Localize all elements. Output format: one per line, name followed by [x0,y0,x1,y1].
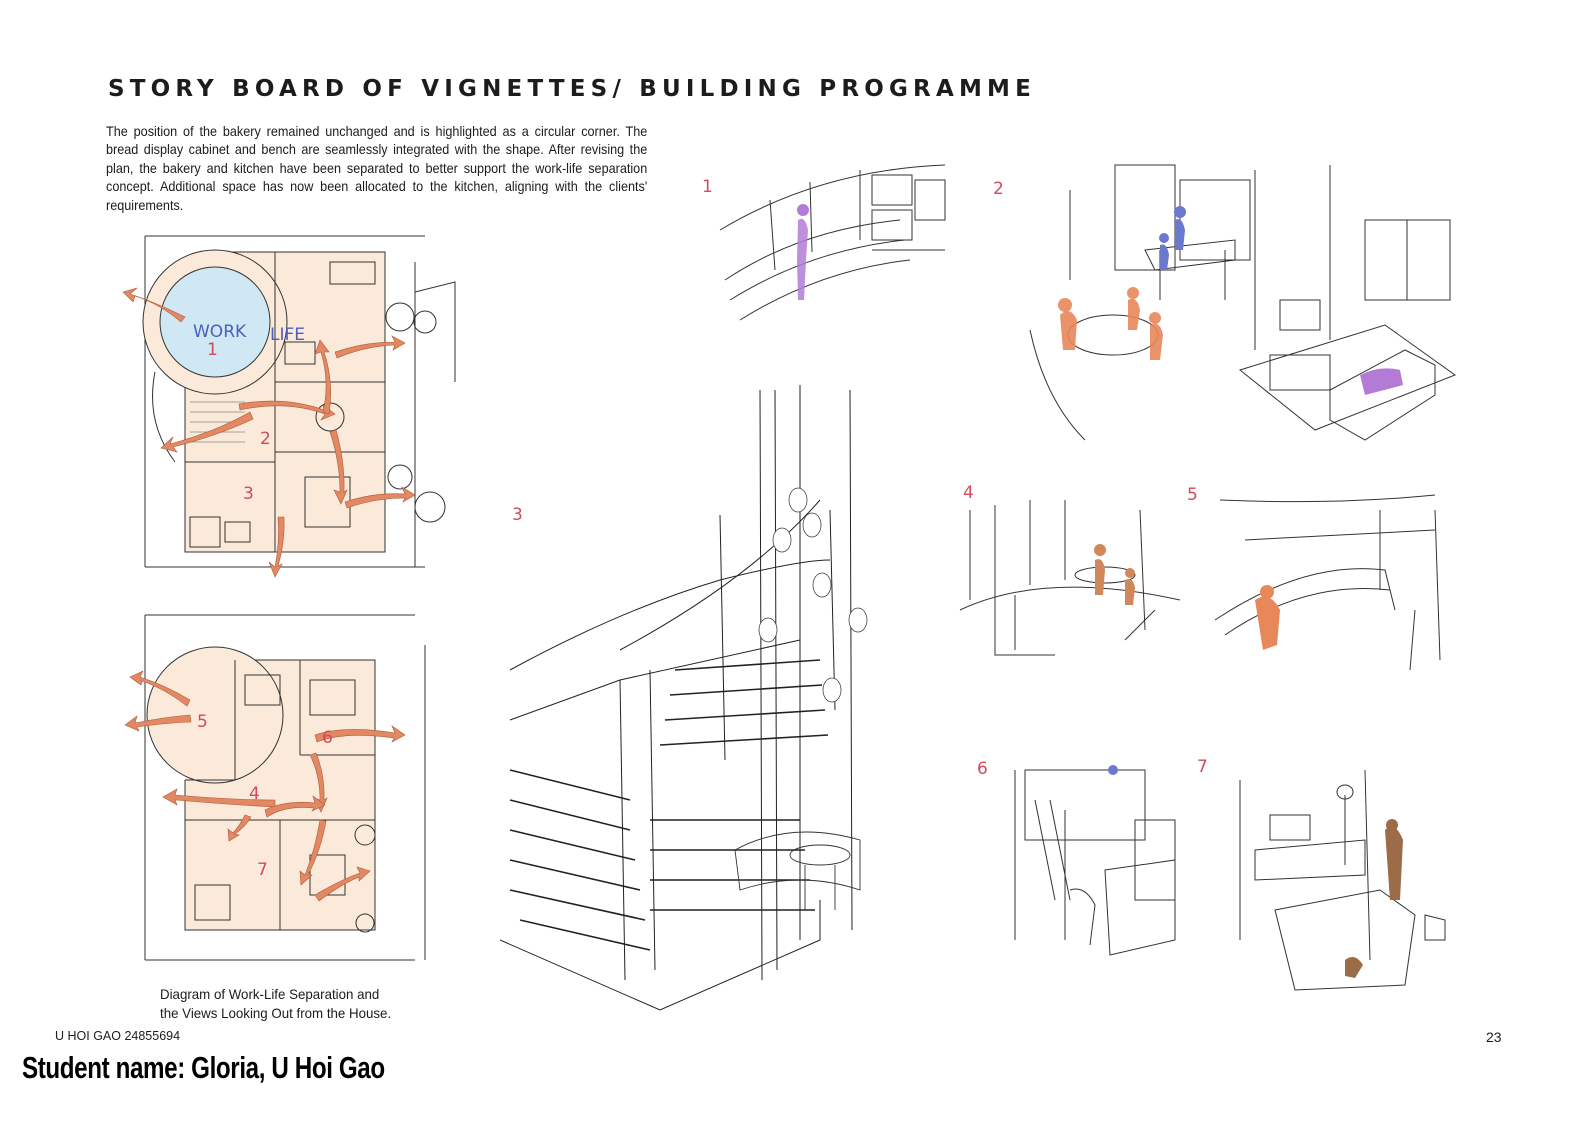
plan-marker-7: 7 [257,860,268,880]
vignette-4-reading-nook: 4 [959,483,1181,656]
work-label: WORK [193,322,247,342]
vignette-number-5: 5 [1187,485,1198,505]
plan-marker-5: 5 [197,712,208,732]
page-number: 23 [1486,1029,1502,1045]
author-id: U HOI GAO 24855694 [55,1029,181,1043]
student-name: Student name: Gloria, U Hoi Gao [22,1050,385,1085]
vignette-number-2: 2 [993,179,1004,199]
plan-marker-6: 6 [322,728,333,748]
vignette-1-bakery: 1 [702,164,946,321]
vignette-number-3: 3 [512,505,523,525]
page-title: STORY BOARD OF VIGNETTES/ BUILDING PROGR… [108,76,1037,102]
life-label: LIFE [270,325,305,345]
first-floor-plan: 5 6 4 7 [124,614,426,961]
caption-line-2: the Views Looking Out from the House. [160,1004,392,1021]
vignette-7-bedroom: 7 [1197,757,1446,991]
vignette-3-staircase: 3 [500,385,868,1011]
ground-floor-plan: WORK LIFE 1 2 3 [122,235,456,578]
vignette-number-4: 4 [963,483,974,503]
vignette-5-study: 5 [1187,485,1441,671]
vignette-number-7: 7 [1197,757,1208,777]
vignette-number-1: 1 [702,177,713,197]
caption-line-1: Diagram of Work-Life Separation and [160,986,380,1002]
plan-marker-2: 2 [260,429,271,449]
plan-marker-1: 1 [207,340,218,360]
plan-marker-4: 4 [249,784,260,804]
vignette-6-loft-office: 6 [977,759,1176,956]
diagram-caption: Diagram of Work-Life Separation and the … [160,985,391,1022]
intro-paragraph: The position of the bakery remained unch… [106,124,648,213]
vignette-2-living-dining: 2 [993,164,1457,441]
plan-marker-3: 3 [243,484,254,504]
vignette-number-6: 6 [977,759,988,779]
